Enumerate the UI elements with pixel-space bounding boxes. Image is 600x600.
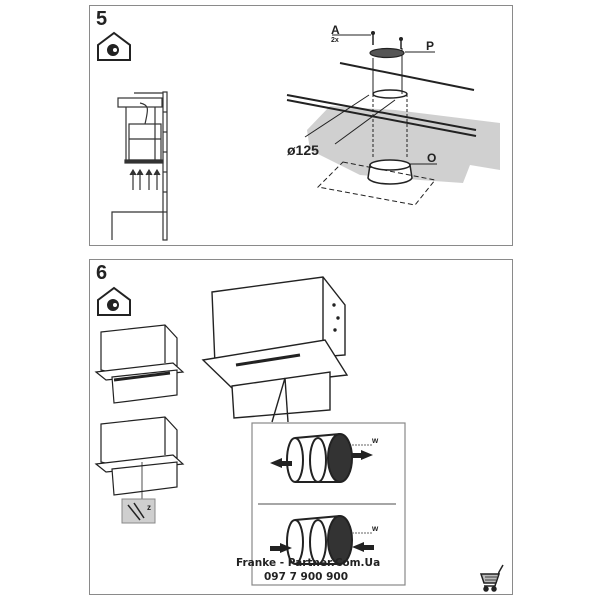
watermark-site: Franke - Partner.Com.Ua [236, 557, 381, 569]
outlet-label: O [427, 151, 436, 165]
step-5-number: 5 [96, 8, 108, 30]
ducted-mode-house-icon [97, 286, 131, 316]
duct-installation-diagram: ø125 A 2x P O [286, 23, 500, 206]
step-6-number: 6 [96, 262, 108, 284]
w-label-top: w [371, 436, 379, 445]
shopping-cart-icon[interactable] [479, 564, 504, 592]
cabinet-side-diagram [111, 91, 168, 241]
hood-illustration-2 [94, 416, 185, 500]
grille-label: P [426, 39, 434, 53]
filter-removal-detail: w w [251, 422, 406, 586]
hood-illustration-1 [94, 324, 185, 404]
w-label-bottom: w [371, 524, 379, 533]
screw-label: A [331, 23, 340, 37]
diameter-label: ø125 [287, 142, 319, 158]
screw-qty-label: 2x [331, 37, 339, 44]
clip-z-label: z [147, 503, 151, 512]
watermark-phone: 097 7 900 900 [264, 571, 349, 583]
clip-detail: z [121, 498, 156, 524]
hood-illustration-main [201, 276, 349, 423]
ducted-mode-house-icon [97, 31, 131, 61]
